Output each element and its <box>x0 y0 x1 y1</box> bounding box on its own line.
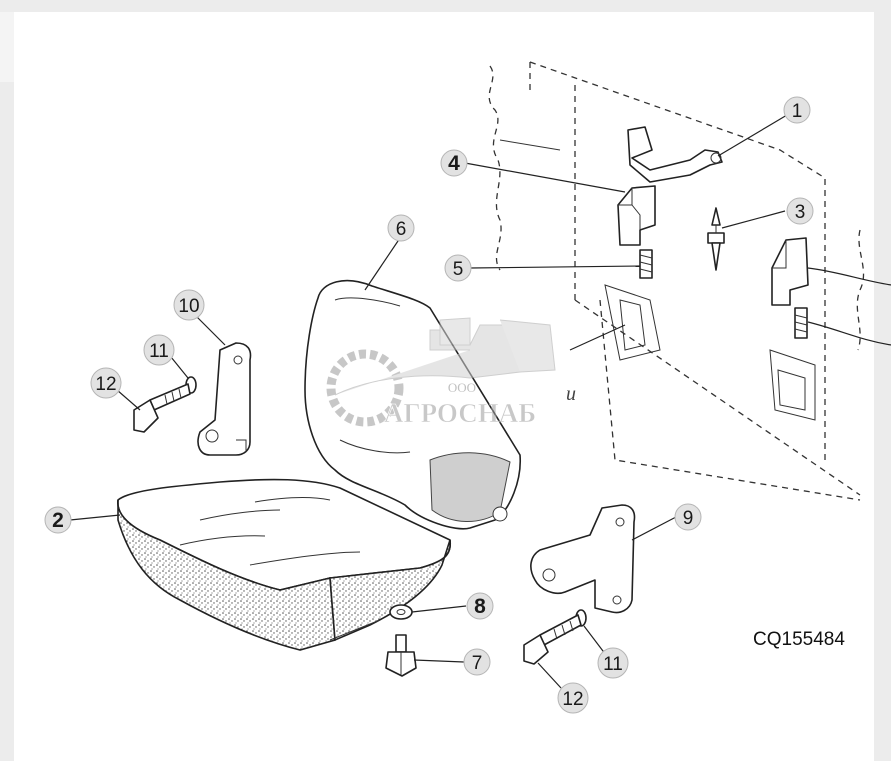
callout-label: 11 <box>603 654 623 675</box>
latch-block-right <box>771 237 809 339</box>
watermark-logo: ООО АГРОСНАБ <box>326 317 556 428</box>
callout-circle <box>440 149 468 177</box>
callout-circle <box>44 506 72 534</box>
callout-12: 12 <box>90 367 122 399</box>
nut-part-7 <box>385 634 417 677</box>
callout-circle <box>444 254 472 282</box>
callout-label: 12 <box>562 689 583 710</box>
callout-11: 11 <box>143 334 175 366</box>
callout-circle <box>674 503 702 531</box>
callout-circle <box>466 592 494 620</box>
callout-circle <box>387 214 415 242</box>
watermark-top-text: ООО <box>448 380 476 395</box>
callout-label: 7 <box>472 653 483 674</box>
callout-11: 11 <box>597 647 629 679</box>
bolt-part-12-left <box>133 383 191 433</box>
leader-lines <box>69 114 891 689</box>
callout-label: 9 <box>683 508 694 529</box>
callout-label: 8 <box>474 595 486 618</box>
callout-12: 12 <box>557 682 589 714</box>
callout-label: 10 <box>178 296 199 317</box>
callout-label: 11 <box>149 341 169 362</box>
bolt-part-12-right <box>523 614 582 665</box>
callout-circle <box>597 647 629 679</box>
callout-label: 1 <box>792 101 803 122</box>
callout-4: 4 <box>440 149 468 177</box>
callout-circle <box>463 648 491 676</box>
callout-circle <box>173 289 205 321</box>
wire-clip-part-1 <box>627 126 723 183</box>
callout-circle <box>557 682 589 714</box>
hinge-bracket-part-10 <box>197 342 252 456</box>
backrest-part-6 <box>304 279 521 530</box>
callout-label: 3 <box>795 202 806 223</box>
callout-3: 3 <box>786 197 814 225</box>
callout-label: 6 <box>396 219 407 240</box>
callout-circle <box>143 334 175 366</box>
callout-5: 5 <box>444 254 472 282</box>
callout-2: 2 <box>44 506 72 534</box>
pin-part-3 <box>707 207 725 271</box>
callout-label: 2 <box>52 509 64 532</box>
watermark-main-text: АГРОСНАБ <box>384 398 536 428</box>
callout-circle <box>783 96 811 124</box>
seat-cushion-part-2 <box>117 478 451 651</box>
drawing-code: CQ155484 <box>753 629 845 650</box>
callout-6: 6 <box>387 214 415 242</box>
callout-7: 7 <box>463 648 491 676</box>
callout-label: 4 <box>448 152 460 175</box>
callout-9: 9 <box>674 503 702 531</box>
stray-letter: u <box>566 383 576 405</box>
spring-part-5 <box>639 249 653 279</box>
washer-part-8 <box>389 604 413 620</box>
latch-block-part-4 <box>617 185 656 246</box>
callout-1: 1 <box>783 96 811 124</box>
callout-label: 12 <box>95 374 116 395</box>
callout-circle <box>786 197 814 225</box>
hinge-bracket-part-9 <box>530 504 636 614</box>
cab-wall-outline <box>488 61 865 501</box>
callout-10: 10 <box>173 289 205 321</box>
callout-8: 8 <box>466 592 494 620</box>
callout-circle <box>90 367 122 399</box>
callout-label: 5 <box>453 259 464 280</box>
